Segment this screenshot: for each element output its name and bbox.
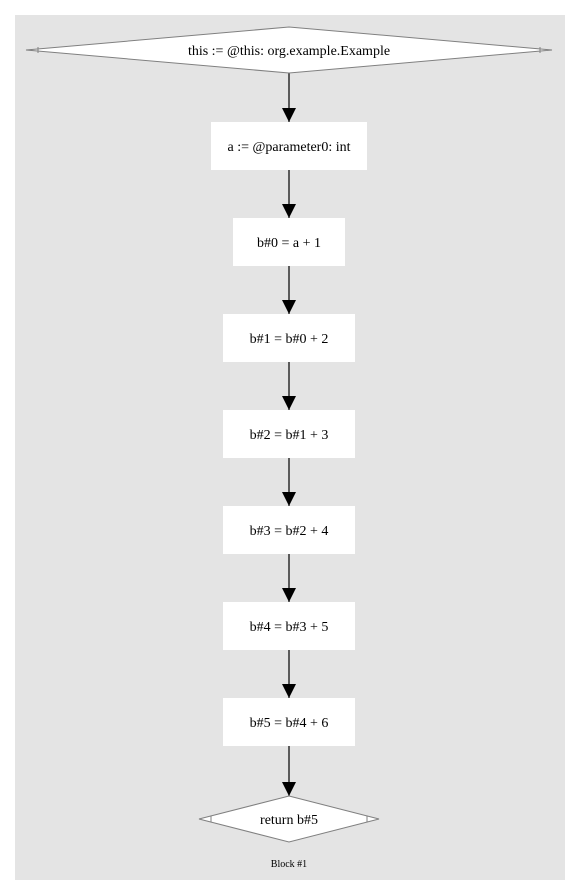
node-shape-box bbox=[223, 410, 355, 458]
node-shape-box bbox=[223, 506, 355, 554]
node-label: b#3 = b#2 + 4 bbox=[250, 524, 329, 539]
node-b5: b#5 = b#4 + 6 bbox=[223, 698, 355, 746]
node-label: a := @parameter0: int bbox=[227, 140, 350, 155]
node-b2: b#2 = b#1 + 3 bbox=[223, 410, 355, 458]
node-label: b#5 = b#4 + 6 bbox=[250, 716, 329, 731]
nodes-layer: this := @this: org.example.Example a := @… bbox=[25, 26, 553, 843]
node-shape-box bbox=[223, 698, 355, 746]
node-label: this := @this: org.example.Example bbox=[188, 44, 390, 59]
node-label: b#4 = b#3 + 5 bbox=[250, 620, 329, 635]
block-label: Block #1 bbox=[271, 859, 307, 870]
node-shape-diamond bbox=[25, 26, 553, 74]
node-b3: b#3 = b#2 + 4 bbox=[223, 506, 355, 554]
node-shape-box bbox=[233, 218, 345, 266]
node-b1: b#1 = b#0 + 2 bbox=[223, 314, 355, 362]
node-label: b#2 = b#1 + 3 bbox=[250, 428, 329, 443]
node-return: return b#5 bbox=[198, 795, 380, 843]
node-label: b#1 = b#0 + 2 bbox=[250, 332, 329, 347]
node-label: return b#5 bbox=[260, 813, 318, 828]
node-param-assignment: a := @parameter0: int bbox=[211, 122, 367, 170]
node-shape-diamond bbox=[198, 795, 380, 843]
node-b4: b#4 = b#3 + 5 bbox=[223, 602, 355, 650]
node-this-assignment: this := @this: org.example.Example bbox=[25, 26, 553, 74]
node-shape-box bbox=[223, 602, 355, 650]
node-label: b#0 = a + 1 bbox=[257, 236, 321, 251]
node-b0: b#0 = a + 1 bbox=[233, 218, 345, 266]
node-shape-box bbox=[211, 122, 367, 170]
node-shape-box bbox=[223, 314, 355, 362]
